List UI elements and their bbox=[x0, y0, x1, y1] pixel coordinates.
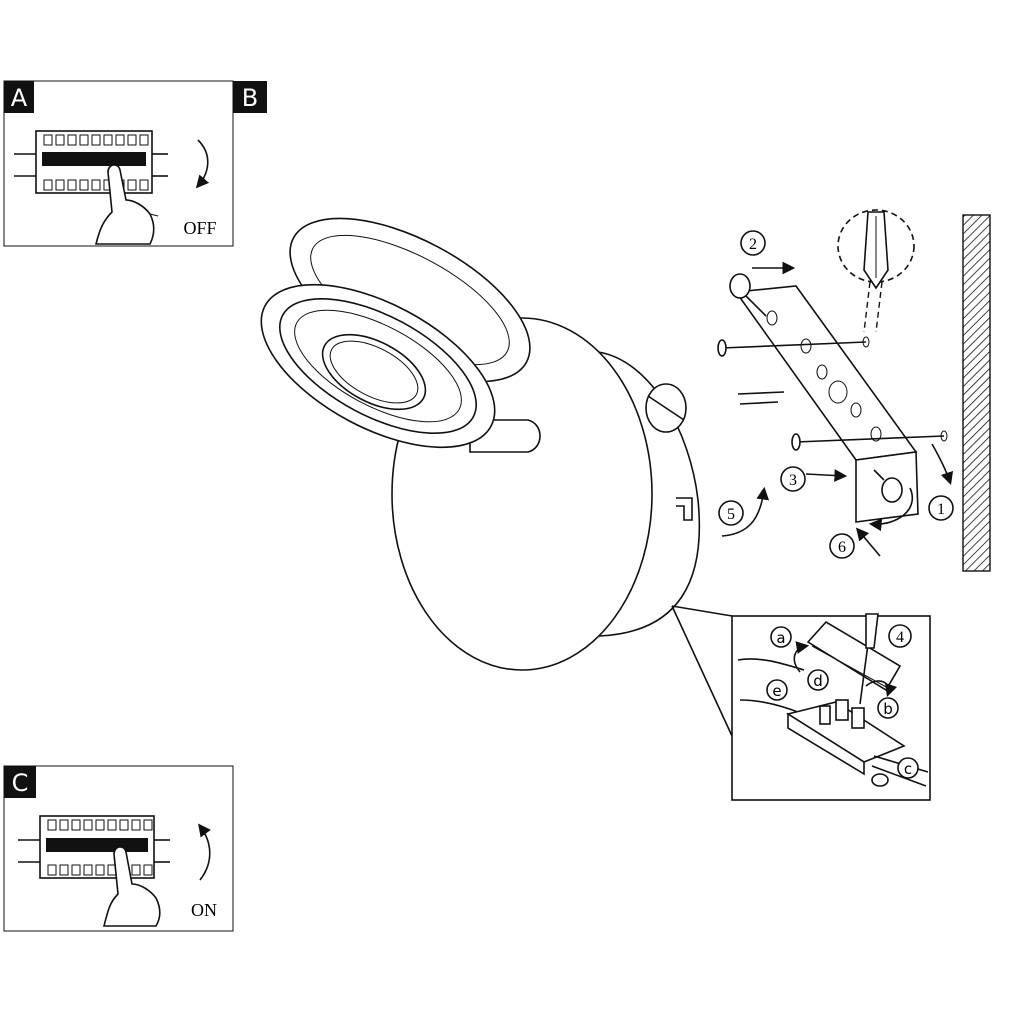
panel-off: A B OFF bbox=[3, 80, 267, 247]
switch-on-label: ON bbox=[191, 900, 217, 920]
step-6-label: 6 bbox=[838, 539, 846, 556]
lamp-lens bbox=[321, 333, 427, 411]
panel-on-frame bbox=[3, 765, 234, 932]
detail-b-label: b bbox=[883, 700, 893, 718]
panel-letter-a: A bbox=[11, 84, 28, 112]
detail-a-label: a bbox=[776, 629, 785, 647]
breaker-on-illustration bbox=[18, 815, 170, 927]
step-labels: 2 3 5 6 1 bbox=[718, 230, 954, 559]
panel-letter-c-box bbox=[4, 766, 36, 798]
breaker-off-illustration bbox=[14, 130, 168, 245]
panel-letter-c: C bbox=[12, 769, 29, 797]
step-arrows bbox=[721, 261, 954, 557]
detail-c-label: c bbox=[904, 760, 912, 778]
step-3-label: 3 bbox=[789, 472, 797, 489]
spotlight-lamp bbox=[260, 217, 701, 671]
wall-screws bbox=[717, 273, 948, 503]
wiring-detail-inset: 4 a b c d e bbox=[671, 605, 931, 801]
panel-letter-b: B bbox=[242, 84, 258, 112]
panel-letter-b-box bbox=[233, 81, 267, 113]
dowel-detail bbox=[837, 209, 915, 333]
terminal-cover bbox=[806, 620, 902, 692]
detail-e-label: e bbox=[772, 682, 781, 700]
wall-section bbox=[962, 214, 991, 572]
switch-up-arrow bbox=[198, 823, 211, 881]
switch-off-label: OFF bbox=[183, 218, 216, 238]
lamp-head-front bbox=[260, 283, 496, 449]
step-4-label: 4 bbox=[896, 629, 904, 646]
switch-down-arrow bbox=[195, 139, 210, 189]
fixing-screw-icon bbox=[645, 383, 687, 433]
panel-letter-a-box bbox=[4, 81, 34, 113]
step-2-label: 2 bbox=[749, 236, 757, 253]
step-1-label: 1 bbox=[937, 501, 945, 518]
step-5-label: 5 bbox=[727, 506, 735, 523]
panel-off-frame bbox=[3, 80, 234, 247]
bayonet-slot bbox=[676, 497, 693, 521]
panel-on: C ON bbox=[3, 765, 234, 932]
detail-d-label: d bbox=[813, 672, 823, 690]
